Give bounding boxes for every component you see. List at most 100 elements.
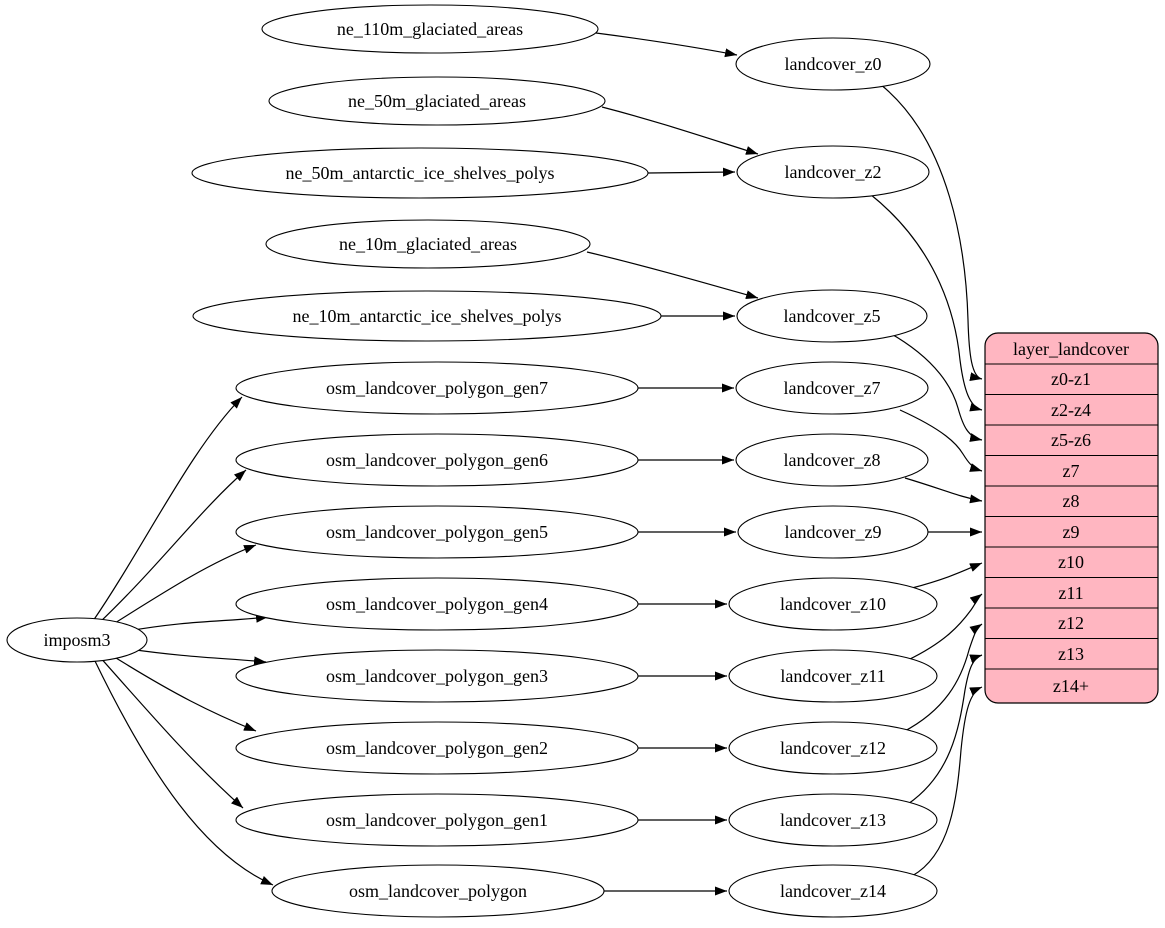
edge-z2-to-row-z2-z4 <box>869 193 983 412</box>
node-label: imposm3 <box>43 630 110 650</box>
node-landcover-z11: landcover_z11 <box>728 649 938 703</box>
record-row-label: z7 <box>1063 461 1080 481</box>
node-label: ne_10m_antarctic_ice_shelves_polys <box>293 306 562 326</box>
node-landcover-z12: landcover_z12 <box>728 721 938 775</box>
edge-z13-to-row-z13 <box>907 654 983 805</box>
record-row-label: z10 <box>1058 552 1084 572</box>
node-label: osm_landcover_polygon_gen5 <box>326 522 548 542</box>
node-shape <box>728 864 938 918</box>
edge-z11-to-row-z11 <box>907 593 983 661</box>
record-row-label: z0-z1 <box>1051 369 1091 389</box>
edge-z8-to-row-z8 <box>904 477 983 504</box>
node-shape <box>736 289 928 343</box>
node-shape <box>191 147 649 199</box>
edge-imposm3-to-gen7 <box>92 396 243 622</box>
node-landcover-z7: landcover_z7 <box>735 361 929 415</box>
node-shape <box>735 37 931 91</box>
edge-imposm3-to-polygon <box>93 658 274 886</box>
node-shape <box>192 290 662 342</box>
node-landcover-z8: landcover_z8 <box>735 433 929 487</box>
node-landcover-z10: landcover_z10 <box>728 577 938 631</box>
node-shape <box>235 793 639 847</box>
node-shape <box>6 617 148 663</box>
node-osm-landcover-polygon: osm_landcover_polygon <box>271 864 605 918</box>
node-label: landcover_z13 <box>780 810 886 830</box>
record-row-label: z2-z4 <box>1051 400 1091 420</box>
edge-z10-to-row-z10 <box>911 562 983 589</box>
node-label: landcover_z2 <box>785 162 882 182</box>
node-label: osm_landcover_polygon_gen1 <box>326 810 548 830</box>
edge-z14-to-row-z14plus <box>911 686 983 877</box>
node-imposm3: imposm3 <box>6 617 148 663</box>
node-osm-landcover-polygon-gen5: osm_landcover_polygon_gen5 <box>235 505 639 559</box>
node-label: osm_landcover_polygon_gen4 <box>326 594 548 614</box>
node-landcover-z14: landcover_z14 <box>728 864 938 918</box>
node-label: landcover_z5 <box>784 306 881 326</box>
record-row-label: z5-z6 <box>1051 430 1091 450</box>
node-label: ne_50m_antarctic_ice_shelves_polys <box>286 163 555 183</box>
node-ne-10m-glaciated-areas: ne_10m_glaciated_areas <box>265 219 591 269</box>
node-shape <box>265 219 591 269</box>
node-label: osm_landcover_polygon_gen7 <box>326 378 548 398</box>
node-label: osm_landcover_polygon_gen3 <box>326 666 548 686</box>
edge-ne110m-to-z0 <box>595 32 738 58</box>
node-osm-landcover-polygon-gen1: osm_landcover_polygon_gen1 <box>235 793 639 847</box>
node-label: landcover_z9 <box>785 522 882 542</box>
node-landcover-z13: landcover_z13 <box>728 793 938 847</box>
edge-imposm3-to-gen4 <box>121 613 269 633</box>
node-label: osm_landcover_polygon_gen6 <box>326 450 548 470</box>
node-shape <box>261 4 599 54</box>
edge-imposm3-to-gen1 <box>98 655 244 809</box>
node-shape <box>235 577 639 631</box>
node-label: ne_110m_glaciated_areas <box>337 19 523 39</box>
node-label: ne_10m_glaciated_areas <box>339 234 517 254</box>
edge-imposm3-to-gen5 <box>106 544 257 629</box>
node-label: landcover_z0 <box>785 54 882 74</box>
record-layer-landcover: layer_landcover z0-z1 z2-z4 z5-z6 z7 z8 … <box>984 332 1159 704</box>
node-ne-50m-glaciated-areas: ne_50m_glaciated_areas <box>268 76 606 126</box>
edge-ne10m-glaciated-to-z5 <box>586 251 759 300</box>
node-shape <box>728 577 938 631</box>
node-shape <box>268 76 606 126</box>
node-label: landcover_z10 <box>780 594 886 614</box>
node-landcover-z2: landcover_z2 <box>736 145 930 199</box>
node-label: landcover_z11 <box>780 666 885 686</box>
record-row-label: z9 <box>1063 522 1080 542</box>
edge-ne50m-antarctic-to-z2 <box>647 167 736 177</box>
node-ne-50m-antarctic-ice-shelves-polys: ne_50m_antarctic_ice_shelves_polys <box>191 147 649 199</box>
node-label: osm_landcover_polygon <box>349 881 527 901</box>
record-row-label: z11 <box>1058 583 1083 603</box>
node-shape <box>271 864 605 918</box>
edge-z0-to-row-z0-z1 <box>879 83 983 382</box>
record-row-label: z12 <box>1058 613 1084 633</box>
record-row-label: z13 <box>1058 644 1084 664</box>
node-shape <box>235 433 639 487</box>
node-label: ne_50m_glaciated_areas <box>348 91 526 111</box>
node-label: landcover_z12 <box>780 738 886 758</box>
edge-imposm3-to-gen2 <box>107 652 257 732</box>
node-osm-landcover-polygon-gen6: osm_landcover_polygon_gen6 <box>235 433 639 487</box>
edge-imposm3-to-gen6 <box>97 469 247 625</box>
node-osm-landcover-polygon-gen2: osm_landcover_polygon_gen2 <box>235 721 639 775</box>
edge-ne50m-glaciated-to-z2 <box>601 106 759 155</box>
node-shape <box>728 793 938 847</box>
node-ne-10m-antarctic-ice-shelves-polys: ne_10m_antarctic_ice_shelves_polys <box>192 290 662 342</box>
node-shape <box>735 361 929 415</box>
edge-z12-to-row-z12 <box>902 623 983 733</box>
node-shape <box>235 649 639 703</box>
edge-z7-to-row-z7 <box>899 409 983 472</box>
node-shape <box>235 361 639 415</box>
record-row-label: z14+ <box>1053 676 1089 696</box>
node-shape <box>735 433 929 487</box>
node-shape <box>235 721 639 775</box>
node-label: landcover_z7 <box>784 378 881 398</box>
node-osm-landcover-polygon-gen3: osm_landcover_polygon_gen3 <box>235 649 639 703</box>
node-shape <box>728 721 938 775</box>
node-osm-landcover-polygon-gen7: osm_landcover_polygon_gen7 <box>235 361 639 415</box>
node-osm-landcover-polygon-gen4: osm_landcover_polygon_gen4 <box>235 577 639 631</box>
record-title: layer_landcover <box>1013 339 1129 359</box>
node-shape <box>736 145 930 199</box>
edge-z5-to-row-z5-z6 <box>887 331 983 442</box>
node-label: landcover_z14 <box>780 881 886 901</box>
